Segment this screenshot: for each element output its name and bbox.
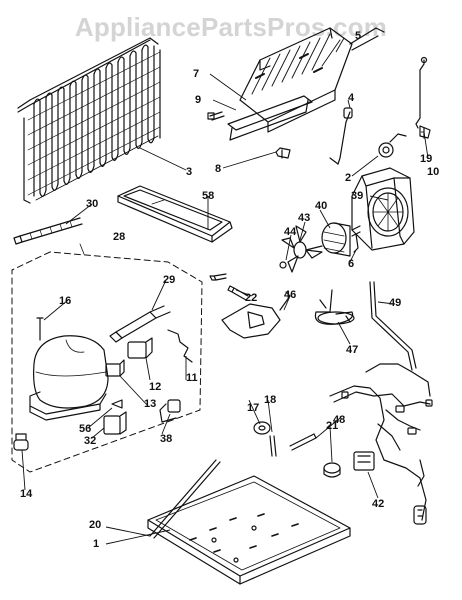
tube-coil bbox=[314, 289, 355, 325]
callout-32: 32 bbox=[84, 435, 97, 447]
thermostat bbox=[329, 107, 353, 165]
overload-part bbox=[105, 337, 153, 377]
callout-39: 39 bbox=[351, 190, 364, 202]
callout-28: 28 bbox=[113, 231, 126, 243]
callout-48: 48 bbox=[333, 414, 346, 426]
callout-4: 4 bbox=[348, 92, 355, 104]
callout-19: 19 bbox=[420, 153, 433, 165]
callout-12: 12 bbox=[149, 381, 162, 393]
callout-10: 10 bbox=[427, 166, 440, 178]
callout-18: 18 bbox=[264, 394, 277, 406]
screw-part bbox=[13, 217, 83, 245]
callout-22: 22 bbox=[245, 292, 258, 304]
callout-44: 44 bbox=[284, 226, 297, 238]
grommet-screw bbox=[253, 421, 277, 457]
leveling-foot bbox=[323, 462, 341, 478]
wire-harness bbox=[329, 363, 433, 525]
callout-42: 42 bbox=[372, 498, 385, 510]
fan-housing bbox=[351, 167, 415, 251]
tube-part bbox=[415, 56, 428, 129]
pin-part bbox=[36, 317, 44, 341]
callout-17: 17 bbox=[247, 402, 260, 414]
callout-11: 11 bbox=[186, 372, 198, 384]
callout-5: 5 bbox=[355, 30, 362, 42]
l-tube bbox=[369, 281, 417, 371]
evaporator-coil bbox=[17, 37, 161, 204]
callout-7: 7 bbox=[193, 68, 200, 80]
watermark: AppliancePartsPros.com bbox=[74, 12, 388, 42]
drain-pan bbox=[117, 185, 233, 243]
callout-3: 3 bbox=[186, 166, 193, 178]
callout-29: 29 bbox=[163, 274, 176, 286]
callout-30: 30 bbox=[86, 198, 99, 210]
base-tray bbox=[147, 475, 351, 585]
start-relay bbox=[109, 305, 171, 343]
callout-40: 40 bbox=[315, 200, 328, 212]
callout-2: 2 bbox=[345, 172, 352, 184]
callout-16: 16 bbox=[59, 295, 72, 307]
heater-assembly bbox=[207, 27, 385, 141]
callout-1: 1 bbox=[93, 538, 100, 550]
compressor-group-outline bbox=[11, 243, 203, 473]
callout-56: 56 bbox=[79, 423, 92, 435]
callout-49: 49 bbox=[389, 297, 402, 309]
clip-part bbox=[275, 147, 291, 159]
compressor bbox=[13, 335, 109, 451]
callout-46: 46 bbox=[284, 289, 297, 301]
callout-8: 8 bbox=[215, 163, 222, 175]
wire-part bbox=[167, 329, 193, 363]
callout-43: 43 bbox=[298, 212, 311, 224]
callout-21: 21 bbox=[326, 420, 339, 432]
callout-47: 47 bbox=[346, 344, 359, 356]
small-screws bbox=[209, 273, 249, 301]
callout-38: 38 bbox=[160, 433, 173, 445]
callout-6: 6 bbox=[348, 258, 355, 270]
callout-14: 14 bbox=[20, 488, 33, 500]
callout-20: 20 bbox=[89, 519, 102, 531]
callout-13: 13 bbox=[144, 398, 157, 410]
screw-48 bbox=[289, 433, 317, 451]
callout-58: 58 bbox=[202, 190, 215, 202]
capacitor-and-clips bbox=[103, 399, 181, 435]
leader-lines bbox=[21, 37, 429, 545]
callout-9: 9 bbox=[195, 94, 202, 106]
